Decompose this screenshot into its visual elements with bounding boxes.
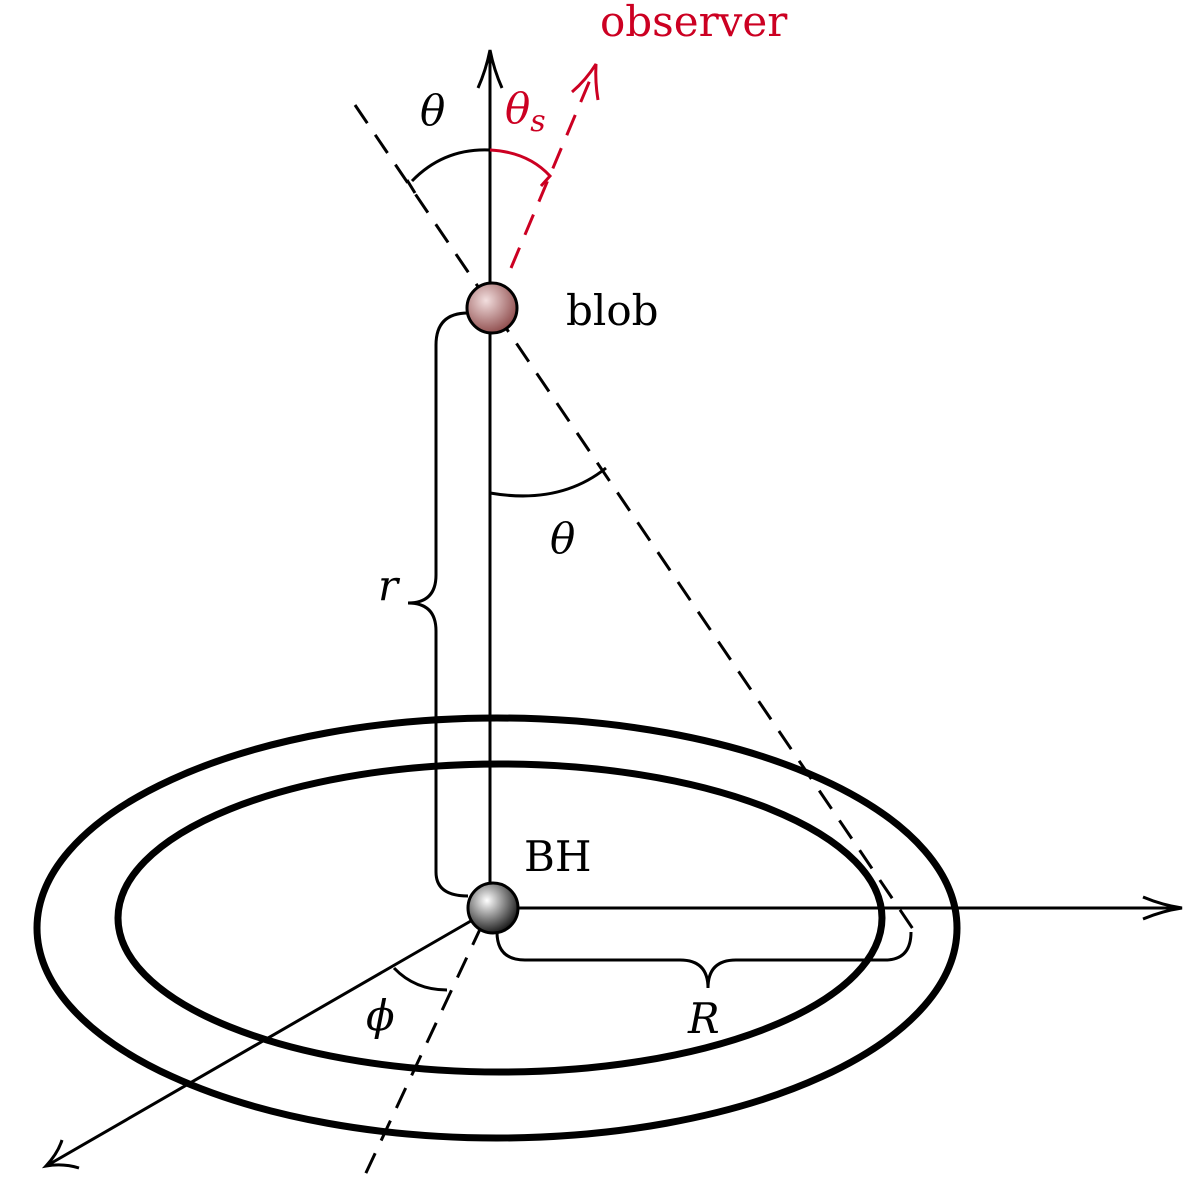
vertical-axis xyxy=(476,49,504,905)
phi-arc xyxy=(392,966,448,992)
theta-mid-label: θ xyxy=(550,514,575,563)
big-r-label: R xyxy=(687,994,720,1043)
oblique-axis xyxy=(41,916,477,1170)
theta-top-label: θ xyxy=(420,86,445,135)
disk-inner-ring xyxy=(114,760,886,1076)
black-hole-sphere xyxy=(466,881,520,935)
phi-label: ϕ xyxy=(366,991,395,1040)
horizontal-axis-arrowhead xyxy=(1142,895,1183,921)
theta-s-arc xyxy=(489,148,553,188)
observer-label: observer xyxy=(600,0,788,46)
oblique-axis-arrowhead xyxy=(41,1139,80,1170)
theta-arc-top-tick xyxy=(405,179,417,194)
bh-label: BH xyxy=(524,832,592,881)
theta-arc-top xyxy=(410,148,491,183)
observer-direction xyxy=(509,63,600,269)
r-brace xyxy=(407,311,469,898)
theta-s-label: θs xyxy=(505,84,546,139)
observer-arrowhead xyxy=(571,63,600,101)
theta-arc-mid xyxy=(489,466,607,498)
sight-line-dashed xyxy=(353,104,917,933)
accretion-disk xyxy=(33,714,961,1142)
horizontal-axis xyxy=(512,895,1183,921)
blob-sphere xyxy=(465,281,519,335)
R-brace xyxy=(495,931,913,989)
blob-label: blob xyxy=(566,286,659,335)
disk-outer-ring xyxy=(33,714,961,1142)
vertical-axis-arrowhead xyxy=(476,49,504,89)
r-label: r xyxy=(378,561,401,610)
bh-dashed-line xyxy=(363,924,484,1176)
